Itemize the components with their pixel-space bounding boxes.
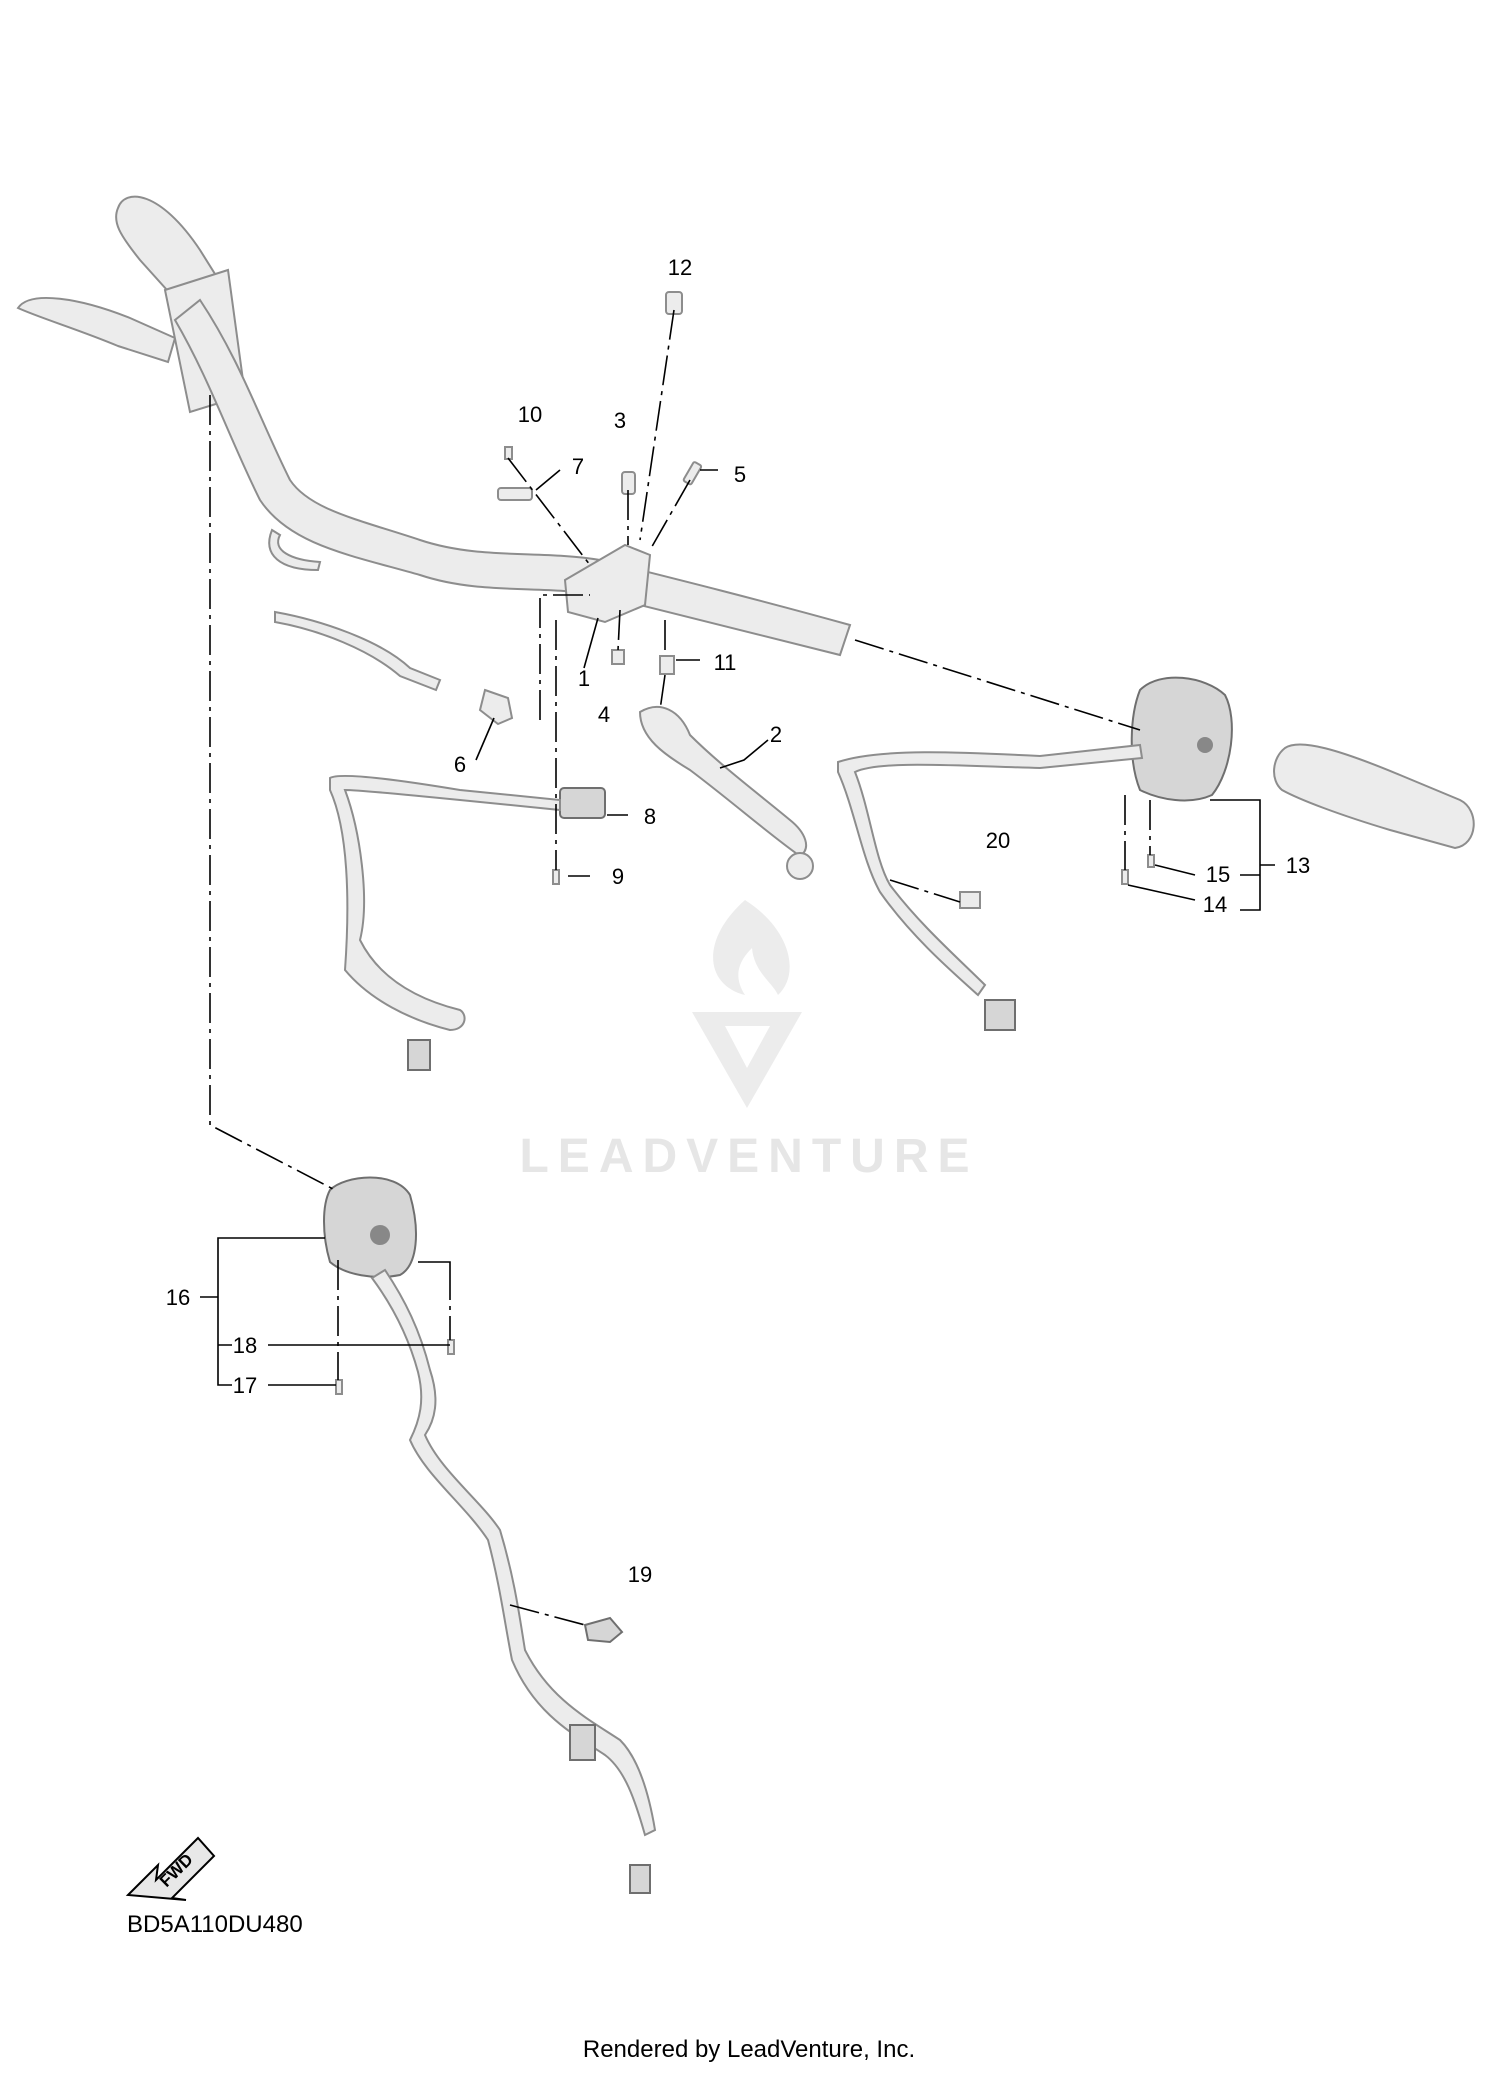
part-20-clamp [959, 891, 981, 909]
part-4-axis [617, 609, 621, 651]
part-15-screw [1147, 854, 1155, 868]
part-5-axis [649, 479, 691, 551]
callout-6: 6 [454, 752, 466, 777]
brake-lever [638, 706, 808, 858]
part-8-brake-switch [559, 787, 606, 819]
part-11-spacer [659, 655, 675, 675]
part-11-lever-axis [659, 674, 666, 711]
callout-10: 10 [518, 402, 542, 427]
leader-6 [475, 717, 495, 761]
watermark-v-icon [692, 1012, 802, 1108]
callout-1: 1 [578, 666, 590, 691]
connector-a [407, 1039, 431, 1071]
part-19-axis [509, 1604, 586, 1626]
part-4-nut [611, 649, 625, 665]
diagram-code: BD5A110DU480 [127, 1911, 303, 1938]
watermark-text: LEADVENTURE [519, 1130, 978, 1183]
leader-16-top [418, 1261, 451, 1270]
throttle-cable [274, 610, 442, 692]
callout-20: 20 [986, 828, 1010, 853]
bracket-16 [200, 1237, 325, 1386]
watermark: LEADVENTURE [519, 900, 978, 1183]
leader-15 [1154, 864, 1196, 876]
callout-16: 16 [166, 1285, 190, 1310]
fwd-arrow-icon [125, 1836, 216, 1901]
part-10-7-axis [507, 457, 591, 566]
callout-7: 7 [572, 454, 584, 479]
callout-11: 11 [714, 650, 737, 675]
part-18-screw [447, 1339, 455, 1355]
part-6-switch [478, 688, 514, 726]
callout-13: 13 [1286, 853, 1310, 878]
handlebar [173, 298, 852, 657]
connector-b [984, 999, 1016, 1031]
watermark-flame-icon [713, 900, 790, 995]
part-5-screw [682, 461, 703, 486]
footer-credit: Rendered by LeadVenture, Inc. [583, 2036, 915, 2063]
callout-9: 9 [612, 864, 624, 889]
connector-d [629, 1864, 651, 1894]
callout-12: 12 [668, 255, 692, 280]
leader-lines [200, 469, 1275, 1386]
lever-ball-end [786, 852, 814, 880]
part-17-screw [335, 1379, 343, 1395]
part-20-axis [889, 879, 961, 903]
part-14-screw [1121, 869, 1129, 885]
leader-14 [1127, 884, 1196, 901]
part-9-screw [552, 869, 560, 885]
alignment-lines [209, 309, 1151, 1626]
brake-switch-harness [329, 774, 561, 1032]
callout-15: 15 [1206, 862, 1230, 887]
callout-2: 2 [770, 722, 782, 747]
part-6-axis [539, 594, 590, 720]
callout-8: 8 [644, 804, 656, 829]
right-grip [1273, 743, 1475, 850]
fwd-arrow: FWD [125, 1836, 216, 1901]
right-switch-axis-line [854, 639, 1141, 731]
leader-2 [719, 739, 769, 769]
callout-labels: 1 2 3 4 5 6 7 8 9 10 11 12 13 14 15 16 1… [166, 255, 1310, 1587]
leader-1 [583, 617, 599, 669]
left-switch-harness [370, 1268, 657, 1837]
left-switch-button-icon [370, 1225, 390, 1245]
left-switch-housing [323, 1176, 417, 1278]
master-cylinder [563, 543, 652, 624]
left-lever [16, 297, 177, 364]
callout-14: 14 [1203, 892, 1227, 917]
left-switch-axis-line [209, 395, 336, 1191]
callout-5: 5 [734, 462, 746, 487]
switch-button-icon [1197, 737, 1213, 753]
part-12-axis [639, 309, 675, 541]
callout-4: 4 [598, 702, 610, 727]
left-wire-stub [268, 528, 322, 572]
callout-18: 18 [233, 1333, 257, 1358]
bracket-13 [1210, 799, 1275, 911]
callout-3: 3 [614, 408, 626, 433]
leader-7 [535, 469, 561, 491]
right-switch-harness [837, 743, 1144, 997]
part-10-screw [504, 446, 513, 460]
callout-19: 19 [628, 1562, 652, 1587]
connector-c [569, 1724, 596, 1761]
part-7-bracket [497, 487, 533, 501]
right-switch-housing [1130, 676, 1233, 802]
part-19-connector [583, 1616, 624, 1644]
callout-17: 17 [233, 1373, 257, 1398]
